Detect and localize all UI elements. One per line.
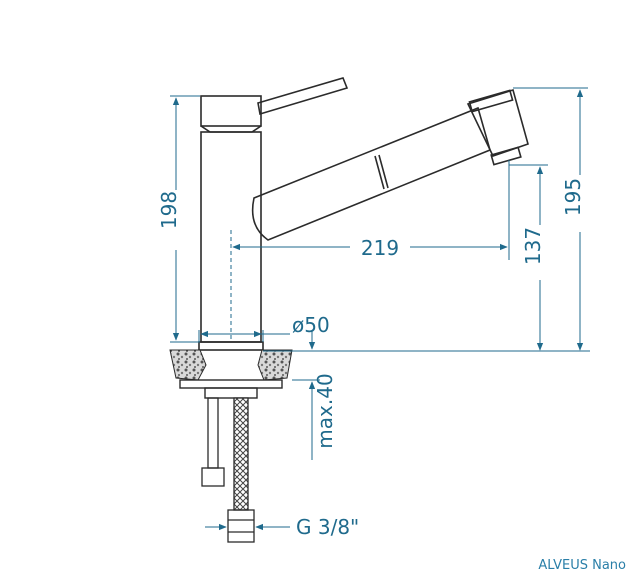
pipe-nut bbox=[201, 467, 225, 487]
rigid-pipe bbox=[207, 397, 219, 469]
faucet-body bbox=[198, 77, 529, 351]
dimension-lines bbox=[170, 87, 590, 531]
faucet-head bbox=[200, 95, 262, 127]
dim-label-diameter: ø50 bbox=[292, 313, 330, 337]
dim-label-219: 219 bbox=[361, 236, 399, 260]
dim-label-max-thickness: max.40 bbox=[313, 373, 337, 448]
dim-label-connection: G 3/8" bbox=[296, 515, 359, 539]
brand-label: ALVEUS Nano bbox=[538, 558, 626, 573]
base-ring bbox=[198, 341, 264, 351]
spout-joint bbox=[374, 155, 385, 190]
head-neck bbox=[200, 125, 262, 133]
braided-hose bbox=[233, 397, 249, 511]
spout bbox=[251, 106, 491, 241]
supply-hoses bbox=[201, 397, 255, 543]
spray-head bbox=[466, 88, 529, 157]
dim-label-137: 137 bbox=[521, 227, 545, 265]
spray-nozzle bbox=[490, 146, 522, 166]
mounting-plate bbox=[179, 379, 283, 389]
hose-nut bbox=[227, 509, 255, 543]
countertop-section bbox=[169, 349, 293, 399]
dim-label-195: 195 bbox=[561, 178, 585, 216]
dim-label-198: 198 bbox=[157, 191, 181, 229]
lever-handle bbox=[257, 77, 349, 116]
mounting-nut bbox=[204, 387, 258, 399]
